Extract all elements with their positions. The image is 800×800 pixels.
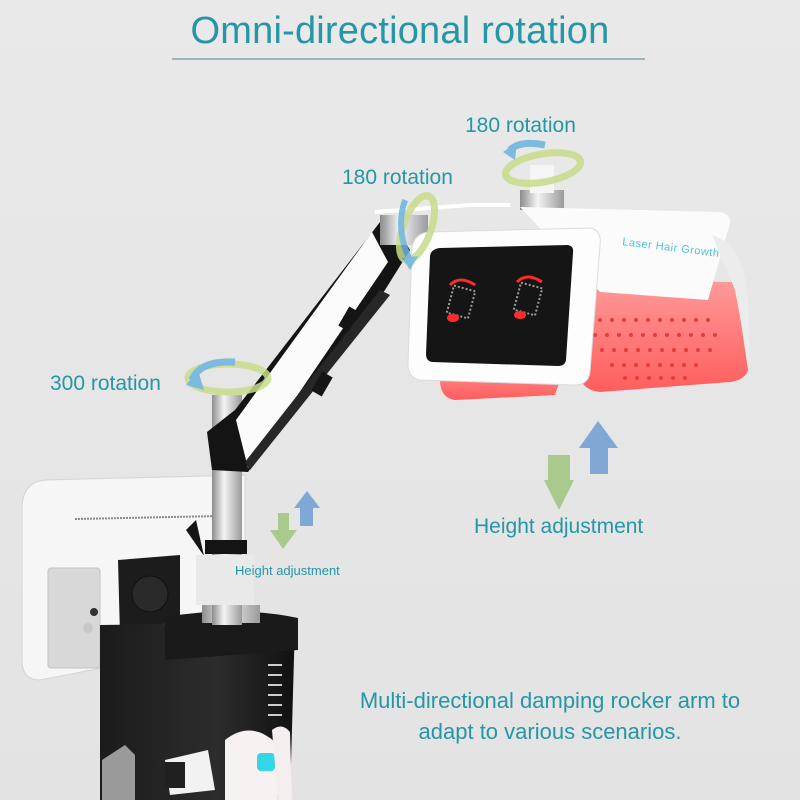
rotation-ring-icon-base — [184, 358, 272, 396]
caption-line-2: adapt to various scenarios. — [418, 719, 682, 744]
page-title: Omni-directional rotation — [190, 10, 610, 52]
label-height-small: Height adjustment — [235, 563, 340, 578]
head-display — [407, 227, 601, 386]
label-height-large: Height adjustment — [474, 515, 644, 538]
arrow-down-icon — [270, 513, 297, 549]
rotation-indicator-left — [445, 278, 477, 322]
monitor-mount — [118, 520, 204, 635]
handpieces — [165, 726, 292, 800]
label-rotation-middle: 180 rotation — [342, 166, 453, 189]
rotation-indicator-right — [512, 275, 544, 319]
rotation-ring-icon-top — [501, 139, 585, 187]
height-arrows-small — [270, 491, 320, 549]
arrow-up-icon — [294, 491, 320, 526]
rotation-ring-icon-middle — [395, 192, 439, 270]
feature-caption: Multi-directional damping rocker arm to … — [300, 685, 800, 747]
label-rotation-base: 300 rotation — [50, 372, 161, 395]
title-underline — [172, 58, 645, 60]
label-rotation-top: 180 rotation — [465, 114, 576, 137]
rocker-arm — [207, 215, 428, 472]
height-arrows-large — [544, 421, 618, 510]
arrow-up-icon — [579, 421, 618, 474]
caption-line-1: Multi-directional damping rocker arm to — [359, 688, 741, 713]
arrow-down-icon — [544, 455, 574, 510]
